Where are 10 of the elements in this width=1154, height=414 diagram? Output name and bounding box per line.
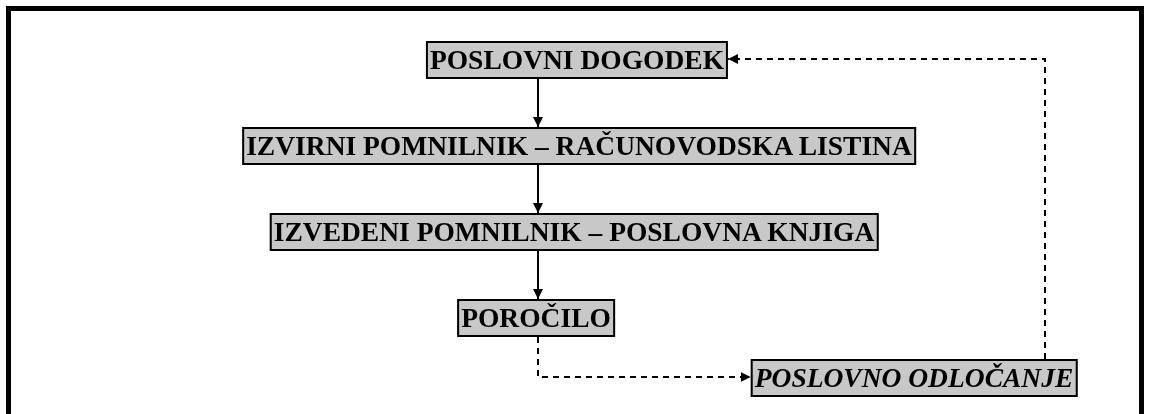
process-box: POSLOVNI DOGODEK <box>425 41 729 79</box>
arrow <box>533 78 543 128</box>
process-box: POSLOVNO ODLOČANJE <box>750 359 1078 397</box>
process-box: IZVEDENI POMNILNIK – POSLOVNA KNJIGA <box>269 213 879 251</box>
process-box: POROČILO <box>457 299 615 337</box>
arrow <box>533 250 543 300</box>
arrow <box>533 164 543 214</box>
arrow <box>537 336 752 382</box>
arrow <box>727 54 1046 360</box>
process-box: IZVIRNI POMNILNIK – RAČUNOVODSKA LISTINA <box>242 127 916 165</box>
